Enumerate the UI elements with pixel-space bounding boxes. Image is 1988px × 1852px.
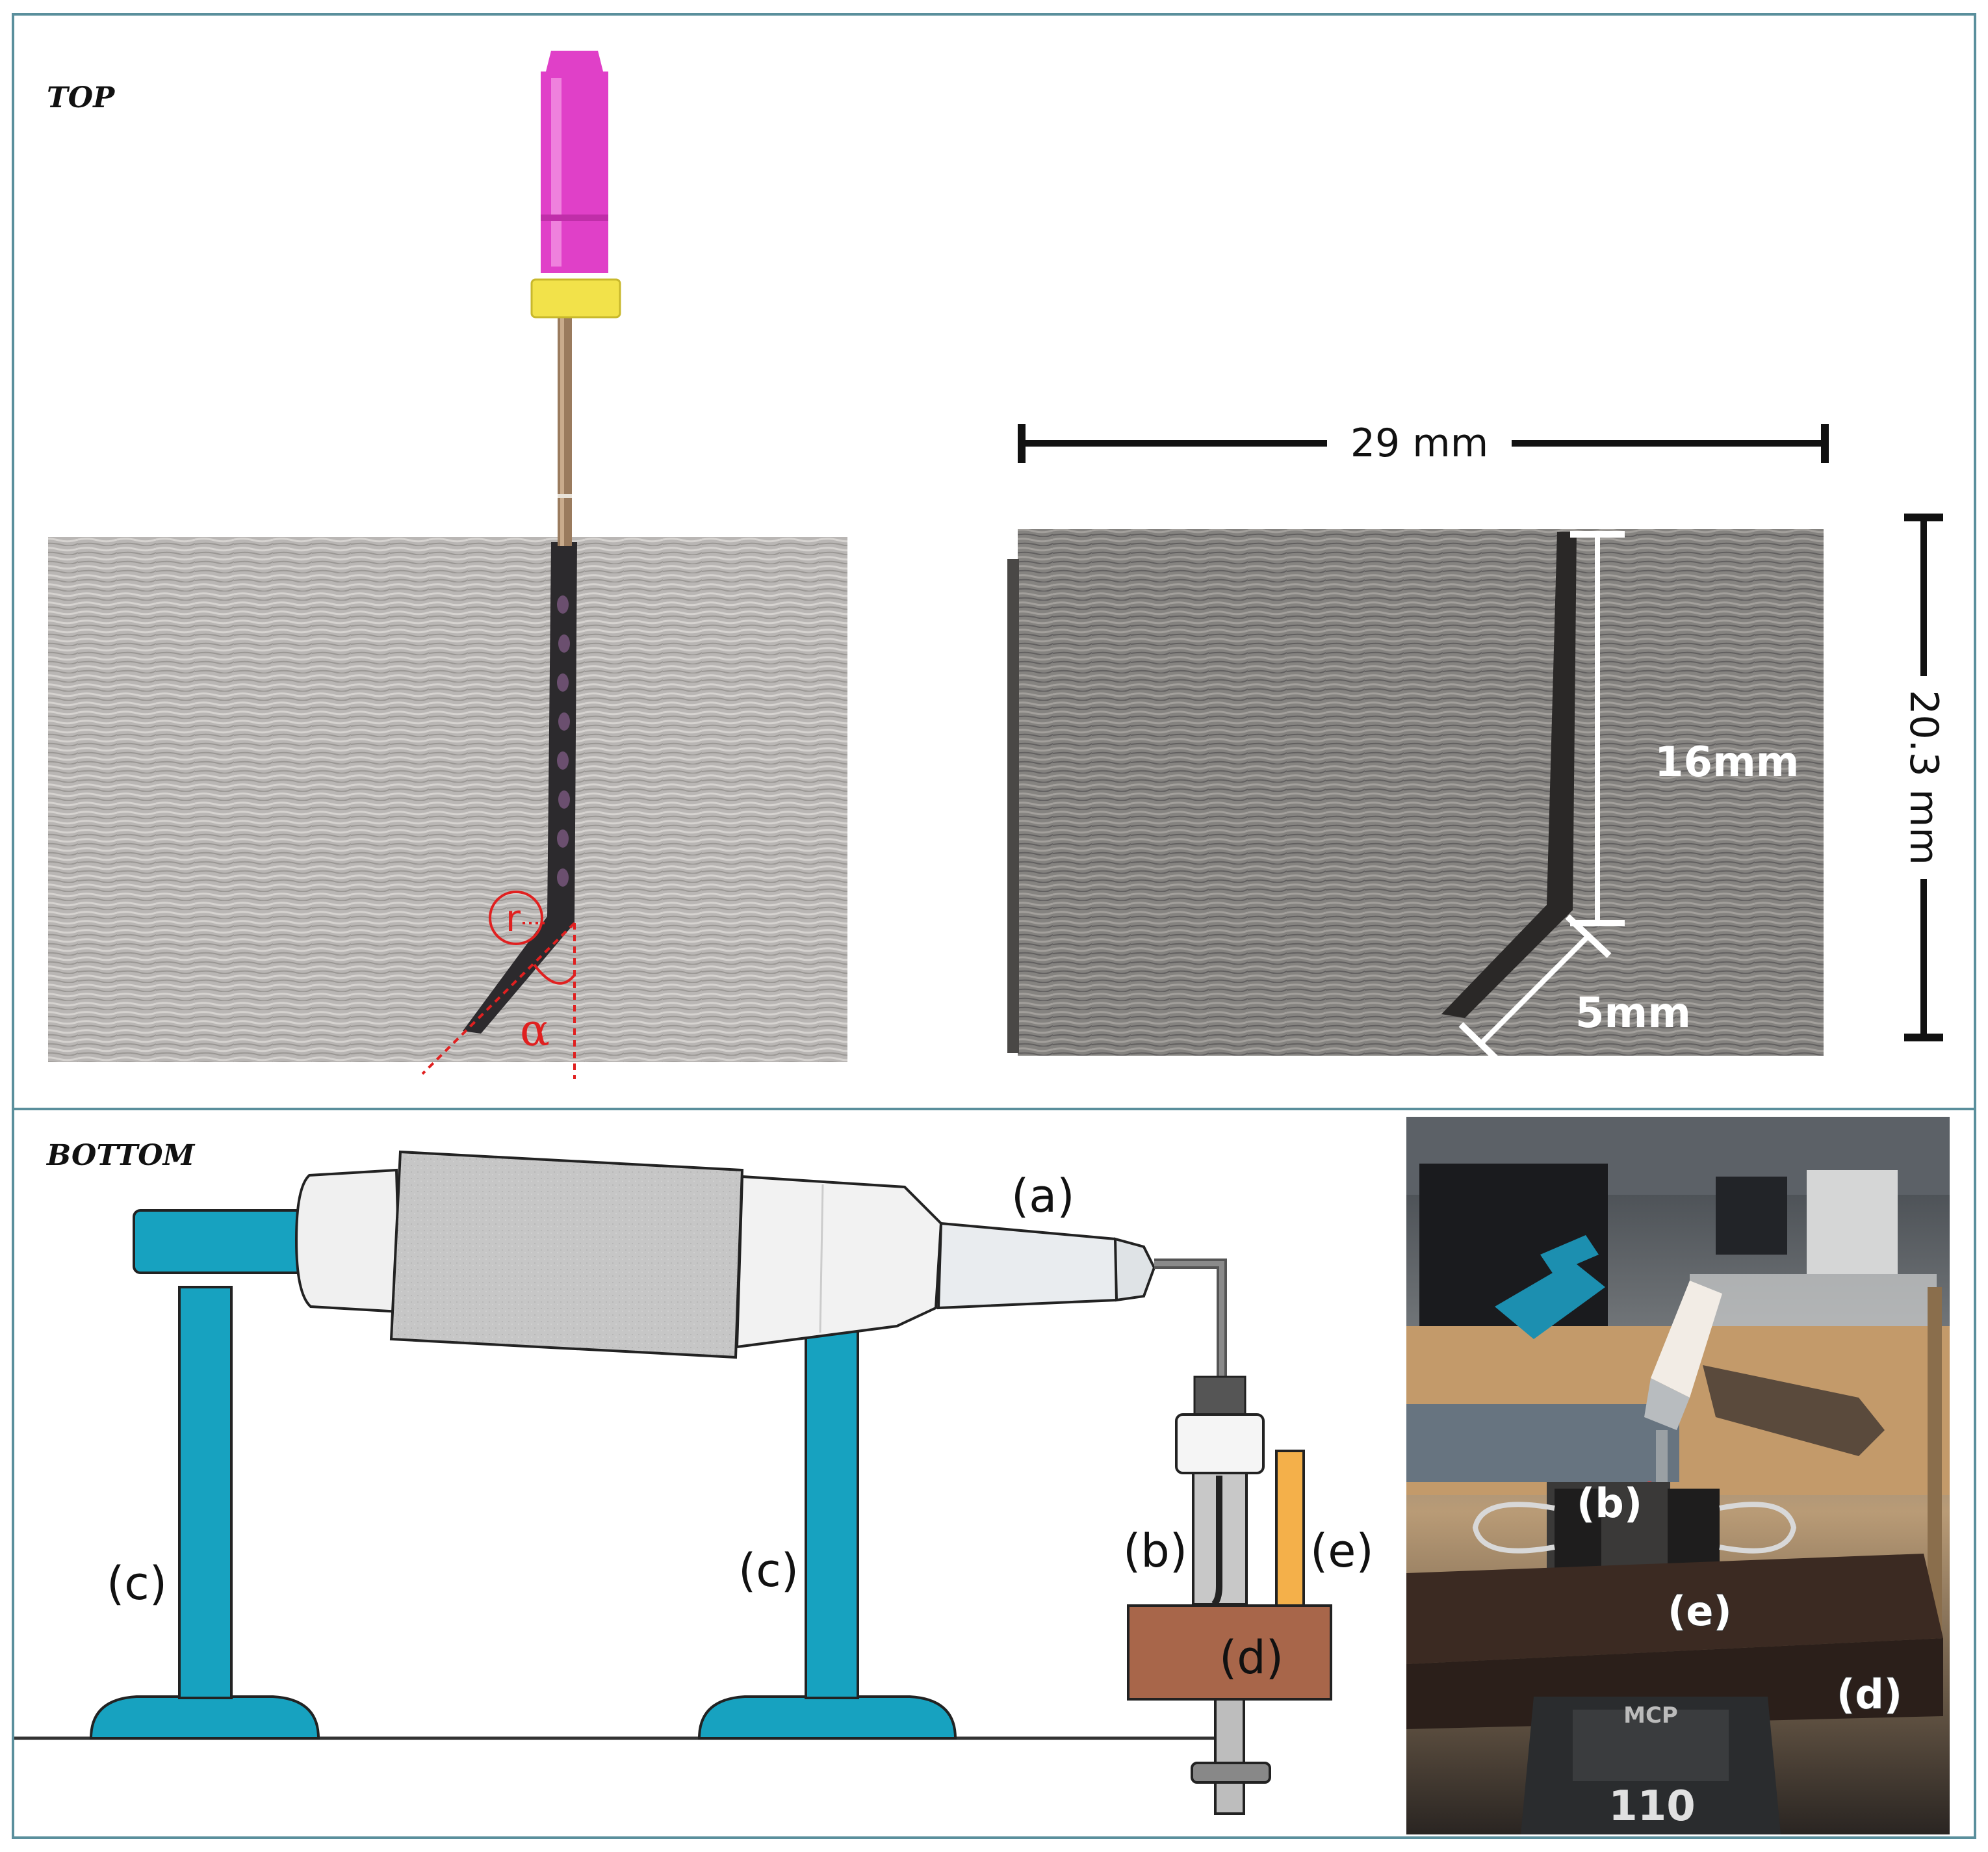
file-connector-wire-inner	[1154, 1261, 1224, 1378]
label-a: (a)	[1011, 1169, 1075, 1223]
photo-label-e: (e)	[1668, 1587, 1732, 1635]
handpiece-head	[936, 1221, 1147, 1310]
vise-handle	[1191, 1762, 1271, 1784]
photo-label-d: (d)	[1837, 1671, 1902, 1718]
photo-wood-base	[1406, 1554, 1943, 1664]
handpiece-rear-cap	[294, 1168, 402, 1314]
file-shaft-highlight	[560, 312, 564, 546]
label-b: (b)	[1123, 1524, 1187, 1578]
photo-file	[1656, 1430, 1668, 1495]
top-right-block-photo: 16mm 5mm	[1007, 529, 1824, 1066]
insert-e	[1275, 1450, 1305, 1610]
label-c-right: (c)	[738, 1544, 799, 1597]
photo-blue-cloth	[1406, 1404, 1679, 1482]
photo-blue-clamp	[1495, 1261, 1605, 1339]
angle-arc	[533, 963, 576, 985]
dim-16mm-label: 16mm	[1655, 738, 1799, 787]
file-handle-highlight	[551, 78, 562, 267]
label-e: (e)	[1310, 1524, 1374, 1578]
dim-5mm-line	[1478, 934, 1590, 1046]
handpiece-seam	[819, 1184, 824, 1333]
dim-29mm-label: 29 mm	[1350, 421, 1488, 466]
file-shaft-mark	[558, 494, 572, 498]
photo-equipment-2	[1807, 1170, 1898, 1274]
photo-clip-wire-right	[1719, 1502, 1797, 1554]
outer-frame	[12, 13, 1976, 1839]
file-shaft	[558, 312, 572, 546]
dim-5mm-cap-top	[1565, 914, 1612, 958]
handpiece-motor	[389, 1150, 744, 1359]
photo-vise-size: 110	[1608, 1782, 1696, 1831]
file-flutes	[557, 595, 570, 887]
section-label-top: TOP	[47, 81, 116, 114]
stand-left-base	[89, 1695, 320, 1740]
photo-label-b: (b)	[1577, 1480, 1642, 1527]
photo-blue-clamp-jaw	[1540, 1235, 1599, 1274]
label-d: (d)	[1219, 1631, 1284, 1684]
dim-20-3mm: 20.3 mm	[1901, 514, 1946, 1041]
angle-label: α	[520, 1005, 550, 1056]
canal-right	[1441, 532, 1577, 1018]
stand-right-base	[697, 1695, 957, 1740]
dim-5mm-label: 5mm	[1575, 989, 1691, 1037]
file-connector-wire	[1154, 1259, 1227, 1378]
top-left-block-photo: r α	[48, 51, 847, 1079]
radius-label: r	[506, 898, 521, 940]
handpiece-tip	[1113, 1237, 1156, 1302]
file-b	[1211, 1476, 1222, 1607]
block-right-edge-shadow	[1007, 559, 1019, 1053]
photo-handpiece	[1651, 1281, 1722, 1398]
angle-line-oblique	[421, 922, 576, 1075]
stand-left-post	[178, 1286, 233, 1699]
dim-5mm-cap-bottom	[1458, 1022, 1504, 1066]
file-handle-ring	[541, 215, 608, 221]
file-handle	[541, 51, 608, 273]
label-c-left: (c)	[107, 1557, 167, 1610]
section-label-bottom: BOTTOM	[45, 1139, 196, 1172]
photo-handpiece-head	[1644, 1378, 1690, 1430]
radius-circle	[489, 891, 543, 945]
file-holder-white	[1175, 1413, 1265, 1474]
vise-screw	[1214, 1698, 1245, 1815]
dim-29mm: 29 mm	[1018, 421, 1829, 466]
file-stopper	[530, 278, 621, 319]
dim-20-3mm-label: 20.3 mm	[1901, 690, 1946, 865]
photo-bench-shelf	[1690, 1274, 1937, 1326]
photo-equipment-1	[1716, 1177, 1787, 1255]
photo-third-hand	[1703, 1365, 1885, 1456]
handpiece-body	[735, 1175, 943, 1349]
photo-vise-plate	[1573, 1710, 1729, 1781]
resin-block-right	[1018, 529, 1824, 1056]
stand-right-post	[805, 1325, 859, 1699]
canal-left	[463, 542, 577, 1034]
resin-block-left	[48, 537, 847, 1062]
photo-vise-brand: MCP	[1623, 1702, 1678, 1728]
setup-photo: MCP 110 (b) (e) (d)	[1406, 1117, 1950, 1834]
photo-clip-wire-left	[1472, 1502, 1555, 1554]
bottom-schematic: (a) (c) (c) (b) (e) (d)	[14, 1150, 1374, 1815]
block-d	[1127, 1604, 1332, 1701]
file-holder-dark	[1193, 1376, 1246, 1417]
